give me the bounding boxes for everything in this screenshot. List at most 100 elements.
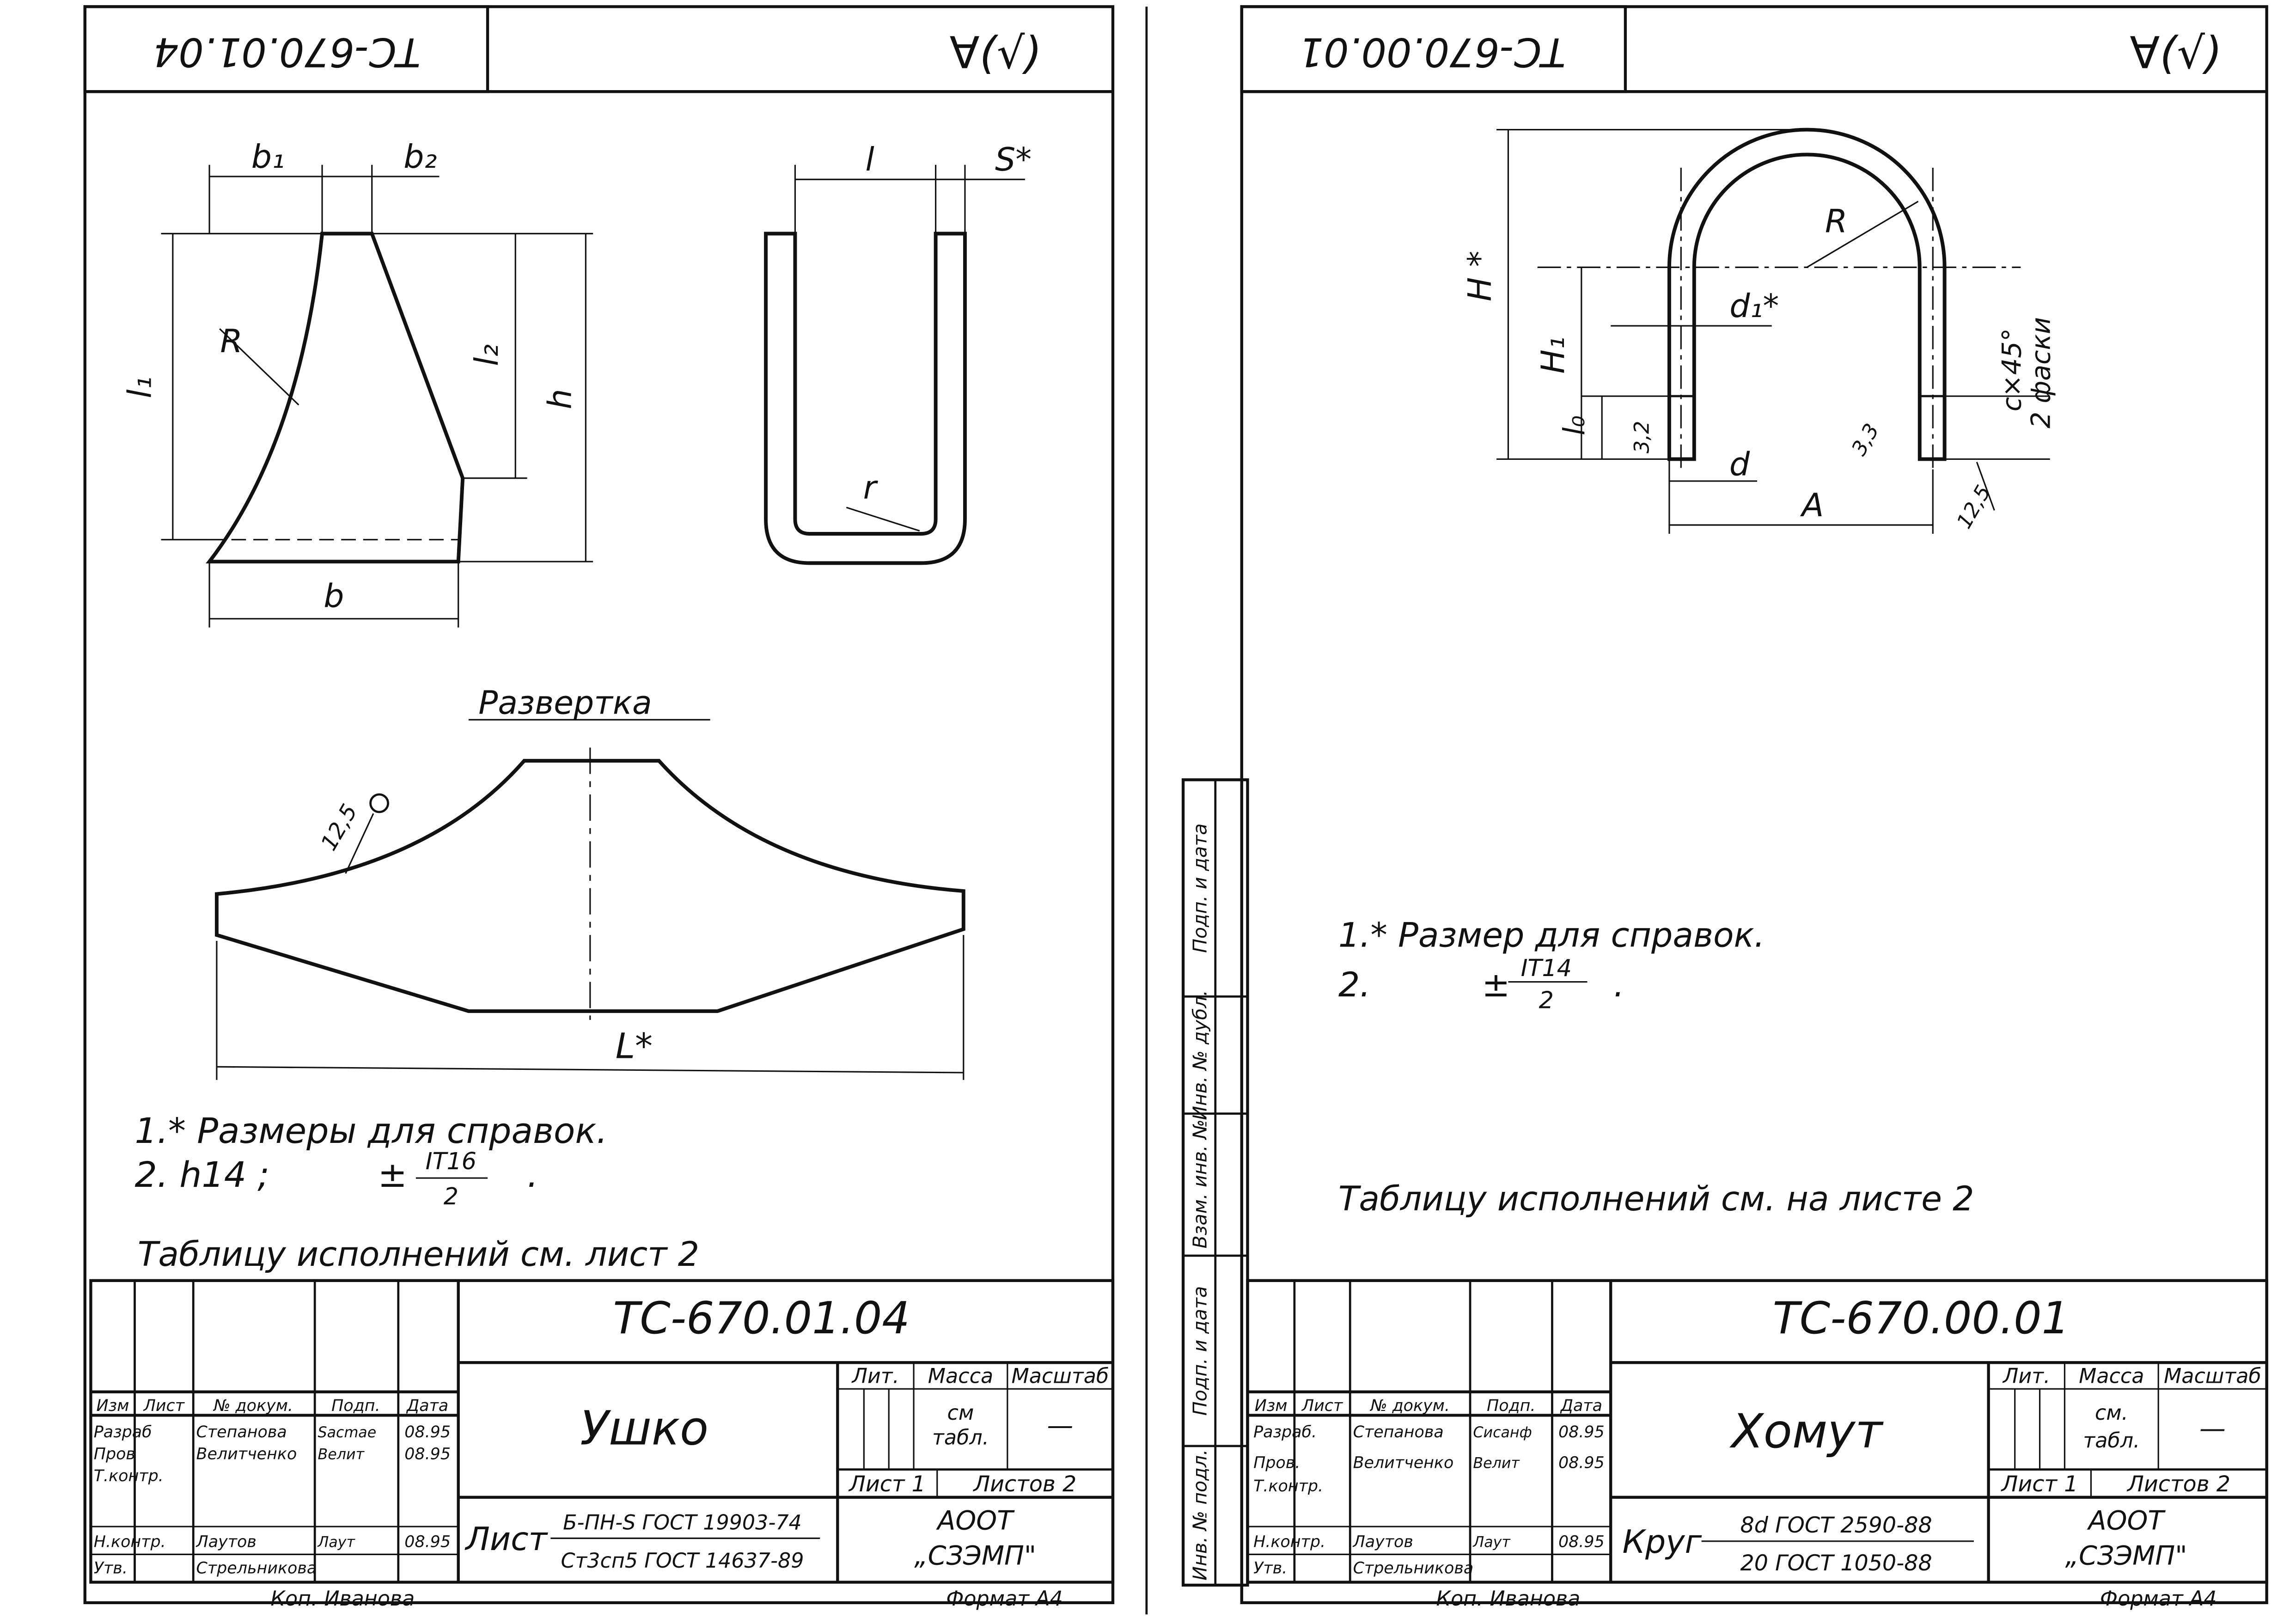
left-person-dev: Степанова [196, 1423, 287, 1441]
right-title-block: Изм Лист № докум. Подп. Дата Разраб. Про… [1246, 1279, 2268, 1611]
right-material-prefix: Круг [1623, 1523, 1702, 1561]
dim-label-l1: l₁ [121, 377, 159, 398]
development-label: Развертка [478, 684, 652, 722]
dim-label-d1: d₁* [1729, 287, 1779, 325]
right-role-dev: Разраб. [1253, 1423, 1317, 1441]
right-person-approve: Стрельникова [1353, 1559, 1474, 1578]
dim-label-b: b [324, 577, 344, 615]
dim-label-s: S* [995, 141, 1032, 178]
right-role-approve: Утв. [1253, 1559, 1287, 1578]
right-sheets-total: Листов 2 [2126, 1471, 2230, 1497]
left-head-list: Лист [143, 1397, 185, 1415]
roughness-symbol [369, 793, 389, 813]
left-material-bottom: Ст3сп5 ГОСТ 14637-89 [561, 1549, 804, 1573]
dim-label-R-right: R [1825, 202, 1847, 240]
right-stamp: TC-670.00.01 [1299, 29, 1566, 74]
right-tb-frame [1246, 1279, 2268, 1584]
left-material-top: Б-ПН-S ГОСТ 19903-74 [563, 1511, 802, 1535]
dim-label-h: h [542, 389, 579, 409]
left-material-prefix: Лист [464, 1520, 549, 1558]
dim-label-l2: l₂ [468, 344, 506, 366]
right-head-date: Дата [1560, 1397, 1602, 1415]
left-head-izm: Изм [97, 1397, 129, 1415]
right-roughness-mark: ∀(√) [2130, 28, 2222, 79]
right-lit: Лит. [2002, 1365, 2050, 1388]
right-role-ncontrol: Н.контр. [1253, 1533, 1325, 1551]
right-mashtab: Масштаб [2164, 1365, 2261, 1388]
right-person-ncontrol: Лаутов [1352, 1533, 1413, 1551]
left-massa: Масса [928, 1365, 993, 1388]
dim-label-r125: 12,5 [1952, 482, 1996, 533]
left-lit: Лит. [851, 1365, 899, 1388]
right-format: Формат А4 [2100, 1587, 2217, 1611]
right-date-ncontrol: 08.95 [1558, 1533, 1605, 1551]
left-role-tcontrol: Т.контр. [94, 1467, 164, 1485]
dim-label-d: d [1729, 446, 1750, 483]
left-head-date: Дата [406, 1397, 448, 1415]
right-role-check: Пров. [1253, 1453, 1300, 1472]
right-mass-value-1: см. [2095, 1401, 2128, 1425]
right-side-strip: Подп. и дата Инв. № дубл. Взам. инв. № П… [1181, 778, 1249, 1587]
left-development: Развертка L* 12,5 [214, 684, 965, 1080]
left-role-dev: Разраб [94, 1423, 152, 1441]
dim-label-r32: 3,2 [1630, 421, 1654, 454]
dim-label-r33: 3,3 [1847, 420, 1884, 460]
left-format: Формат А4 [946, 1587, 1063, 1611]
side-strip-1: Подп. и дата [1189, 824, 1211, 953]
left-title-block: Изм Лист № докум. Подп. Дата Разраб Пров… [89, 1279, 1115, 1611]
roughness-value: 12,5 [316, 800, 363, 855]
right-scale-value: — [2199, 1413, 2226, 1444]
left-sheets-total: Листов 2 [972, 1471, 1076, 1497]
left-note-2-frac-top: IT16 [426, 1148, 476, 1175]
left-sheet-num: Лист 1 [848, 1471, 926, 1497]
right-head-list: Лист [1301, 1397, 1343, 1415]
left-role-approve: Утв. [94, 1559, 128, 1578]
left-note-1: 1.* Размеры для справок. [134, 1110, 607, 1151]
left-tb-frame [89, 1279, 1115, 1584]
left-roughness-mark: ∀(√) [950, 28, 1042, 79]
left-part-name: Ушко [580, 1401, 708, 1456]
development-outline [214, 759, 965, 1013]
right-part-name: Хомут [1729, 1404, 1884, 1459]
right-note-2-pm: ± [1482, 965, 1510, 1005]
dim-label-l0: l₀ [1557, 415, 1591, 435]
dim-label-chamfers: 2 фаски [2026, 317, 2057, 428]
right-material-top: 8d ГОСТ 2590-88 [1740, 1513, 1932, 1538]
left-mass-value-2: табл. [932, 1426, 989, 1450]
left-u-section: l S* r [764, 141, 1032, 565]
left-role-ncontrol: Н.контр. [94, 1533, 166, 1551]
side-strip-2: Инв. № дубл. [1189, 990, 1211, 1120]
right-sheet-num: Лист 1 [2001, 1471, 2078, 1497]
left-person-approve: Стрельникова [196, 1559, 317, 1578]
dim-label-b2: b₂ [403, 138, 437, 176]
left-sheet: TC-670.01.04 ∀(√) l₁ l₂ h b₁ b₂ [83, 5, 1115, 1611]
dim-label-Lstar: L* [616, 1025, 653, 1066]
leader-R [219, 328, 299, 406]
left-copied-by: Коп. Иванова [271, 1587, 415, 1611]
roughness-leader-right [1976, 462, 1995, 511]
left-mass-value-1: см [947, 1401, 974, 1425]
dim-label-A: A [1800, 487, 1824, 524]
right-date-check: 08.95 [1558, 1453, 1605, 1472]
ushko-outline [206, 232, 465, 564]
dim-label-R: R [220, 323, 242, 360]
right-sign-ncontrol: Лаут [1472, 1534, 1511, 1551]
right-table-note: Таблицу исполнений см. на листе 2 [1338, 1179, 1974, 1219]
right-sign-dev: Сисанф [1473, 1424, 1532, 1441]
right-frame [1240, 5, 2268, 1605]
leader-R-right [1806, 201, 1919, 268]
left-part-view: l₁ l₂ h b₁ b₂ b R [121, 138, 593, 628]
leader-r [846, 507, 920, 532]
side-strip-4: Подп. и дата [1189, 1286, 1211, 1416]
left-stamp-box [83, 5, 489, 93]
right-mass-value-2: табл. [2083, 1429, 2140, 1453]
right-person-check: Велитченко [1353, 1453, 1454, 1472]
right-note-2-frac-bot: 2 [1539, 987, 1554, 1014]
left-person-ncontrol: Лаутов [195, 1533, 256, 1551]
right-stamp-box [1240, 5, 1627, 93]
right-copied-by: Коп. Иванова [1436, 1587, 1581, 1611]
right-material-bottom: 20 ГОСТ 1050-88 [1740, 1551, 1932, 1576]
right-designation: TC-670.00.01 [1773, 1293, 2070, 1344]
right-head-sign: Подп. [1487, 1397, 1535, 1415]
right-note-1: 1.* Размер для справок. [1338, 916, 1765, 955]
